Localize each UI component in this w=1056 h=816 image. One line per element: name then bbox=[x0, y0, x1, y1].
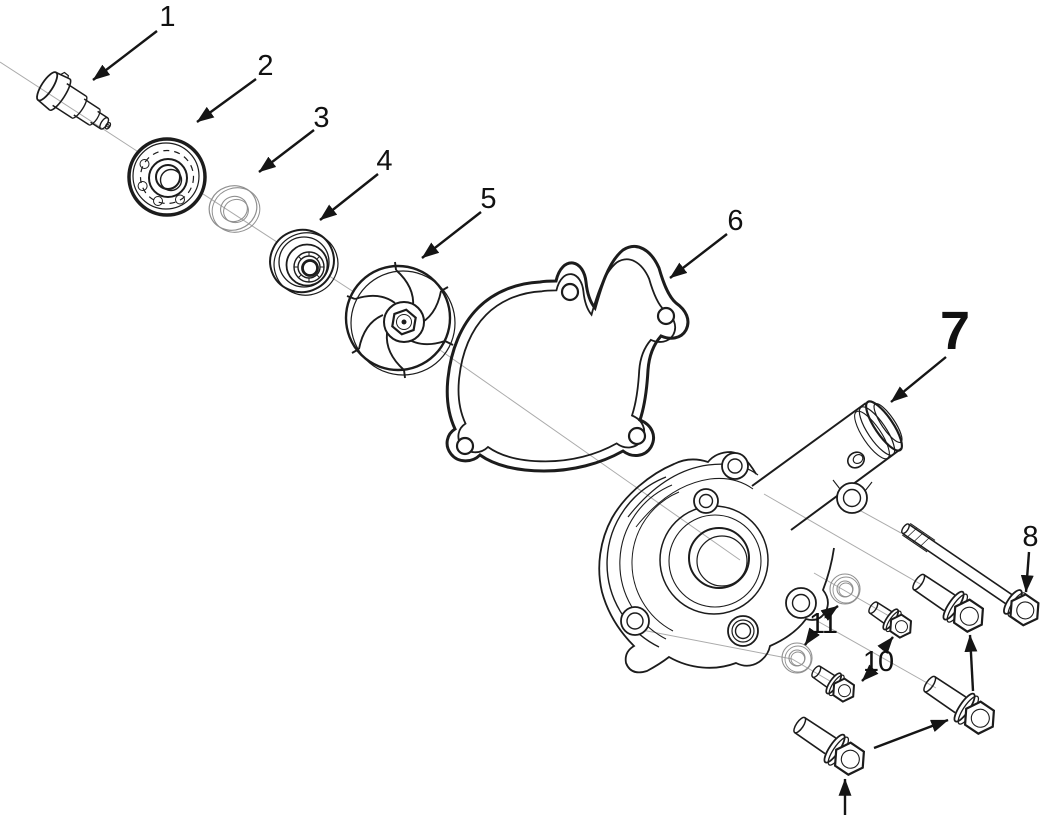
arrow-to-washer bbox=[258, 129, 315, 173]
housing-cavity bbox=[659, 505, 769, 615]
part-label-7: 7 bbox=[940, 301, 970, 361]
arrow-to-cover bbox=[890, 356, 947, 403]
bearing-ball bbox=[137, 181, 148, 191]
arrow-to-bearing bbox=[196, 78, 257, 123]
arrow-to-shaft bbox=[92, 30, 158, 81]
seal-thread-ticks bbox=[294, 252, 324, 282]
part-label-3: 3 bbox=[313, 102, 328, 134]
pipe-bleed-hole bbox=[846, 451, 866, 469]
gasket-inner-outline bbox=[457, 258, 677, 463]
bolt-axis-line-washer bbox=[813, 572, 897, 621]
arrow-to-gasket bbox=[669, 233, 728, 279]
part-label-2: 2 bbox=[257, 50, 272, 82]
pipe-end-bead bbox=[858, 406, 896, 456]
bearing-ball bbox=[139, 159, 150, 169]
part-label-4: 4 bbox=[376, 145, 392, 177]
part-label-8: 8 bbox=[1022, 521, 1037, 553]
pipe-bleed-hole-inner bbox=[852, 453, 864, 465]
arrow-10-upper bbox=[877, 636, 894, 655]
part-pump-cover bbox=[598, 400, 903, 674]
arrow-11-upper bbox=[820, 605, 839, 621]
gasket-hole bbox=[560, 282, 580, 302]
volute-rim-arc bbox=[631, 491, 680, 632]
part-washer-upper bbox=[829, 573, 861, 605]
arrow-10-lower bbox=[861, 664, 879, 682]
part-mechanical-seal bbox=[269, 228, 339, 296]
part-ball-bearing bbox=[127, 137, 207, 217]
part-pump-shaft bbox=[36, 71, 112, 130]
part-impeller bbox=[344, 261, 456, 379]
gasket-outer-outline bbox=[445, 244, 690, 473]
callout-arrows bbox=[92, 30, 1034, 815]
part-cover-gasket bbox=[445, 244, 690, 473]
shaft-key-notch bbox=[60, 71, 70, 79]
part-flange-bolt-bottom bbox=[786, 708, 874, 783]
part-label-1: 1 bbox=[159, 1, 174, 33]
part-long-bolt bbox=[901, 523, 1040, 627]
housing-outline bbox=[598, 451, 835, 674]
housing-cavity-inner bbox=[668, 514, 762, 608]
arrow-to-impeller bbox=[421, 211, 482, 259]
part-label-11: 11 bbox=[809, 608, 837, 640]
part-flange-bolt-middle bbox=[916, 667, 1004, 742]
part-label-6: 6 bbox=[727, 205, 742, 237]
arrow-to-long-bolt bbox=[1020, 551, 1034, 593]
gasket-hole bbox=[455, 436, 475, 456]
housing-bore-depth bbox=[696, 535, 748, 587]
callout-labels: 1 2 3 4 5 6 7 8 10 11 bbox=[159, 1, 1038, 678]
bearing-ball bbox=[175, 194, 185, 205]
part-short-bolt-lower bbox=[806, 659, 861, 708]
arrow-bolt-chain-1 bbox=[873, 718, 949, 750]
housing-bolt-bosses bbox=[620, 452, 873, 647]
part-flange-bolt-upper bbox=[905, 565, 993, 640]
part-short-bolt-upper bbox=[863, 595, 918, 644]
part-spacer-washer bbox=[208, 185, 261, 233]
arrow-to-seal bbox=[319, 173, 379, 221]
pipe-end-opening bbox=[873, 402, 903, 444]
part-label-10: 10 bbox=[863, 646, 893, 678]
pipe-end-bead bbox=[854, 410, 890, 460]
part-label-5: 5 bbox=[480, 183, 495, 215]
housing-bore bbox=[688, 527, 750, 589]
gasket-hole bbox=[627, 426, 647, 446]
bolt-axis-line-right bbox=[811, 617, 937, 689]
gasket-hole bbox=[656, 306, 676, 326]
bolt-axis-line-upper bbox=[763, 493, 923, 586]
housing-ledge-line bbox=[635, 478, 754, 528]
arrow-11-lower bbox=[804, 627, 820, 646]
outlet-pipe bbox=[751, 400, 903, 531]
bearing-ball bbox=[153, 196, 163, 206]
arrow-bolt-chain-2 bbox=[964, 634, 978, 692]
pipe-end-rim bbox=[865, 400, 903, 452]
